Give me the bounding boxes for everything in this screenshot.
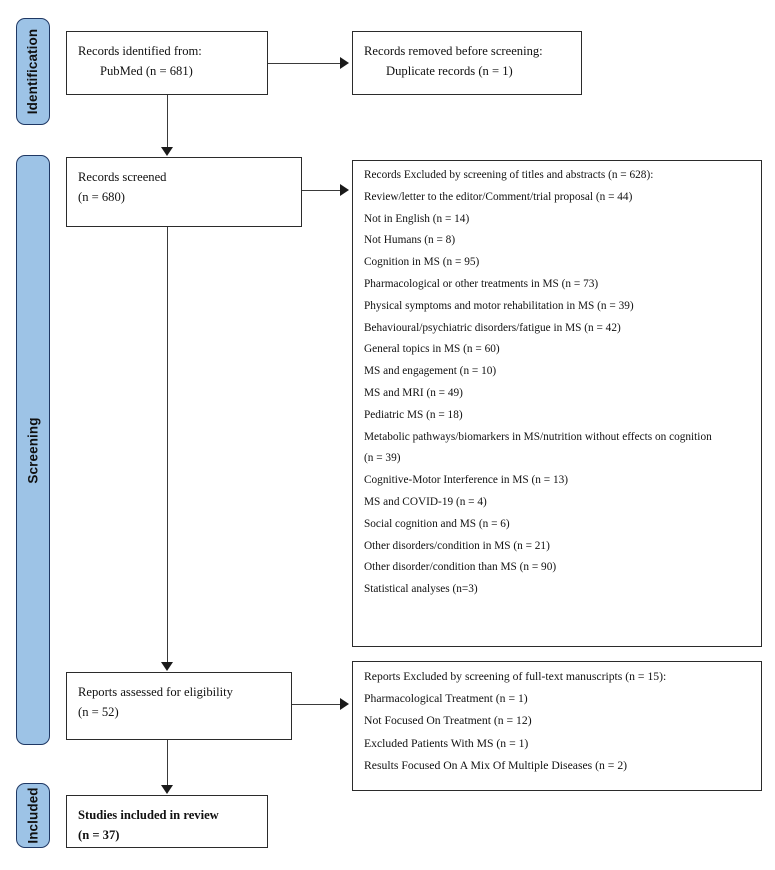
stage-label-screening: Screening — [25, 416, 41, 484]
box-records-excluded: Records Excluded by screening of titles … — [352, 160, 762, 647]
records-excluded-item: (n = 39) — [364, 452, 401, 465]
records-excluded-item: Cognitive-Motor Interference in MS (n = … — [364, 474, 569, 487]
box-studies-included: Studies included in review (n = 37) — [66, 795, 268, 848]
records-excluded-item: MS and engagement (n = 10) — [364, 365, 497, 378]
reports-excluded-item: Not Focused On Treatment (n = 12) — [364, 714, 532, 728]
connector-eligibility-to-included — [167, 740, 168, 786]
records-excluded-item: Not Humans (n = 8) — [364, 234, 456, 247]
records-excluded-item: Other disorder/condition than MS (n = 90… — [364, 561, 557, 574]
box-records-screened: Records screened (n = 680) — [66, 157, 302, 227]
records-excluded-item: Cognition in MS (n = 95) — [364, 256, 480, 269]
included-line1: Studies included in review — [78, 808, 219, 822]
arrow-eligibility-to-included — [161, 785, 173, 794]
stage-label-included: Included — [25, 787, 41, 844]
records-excluded-item: Pharmacological or other treatments in M… — [364, 277, 599, 290]
reports-excluded-item: Excluded Patients With MS (n = 1) — [364, 736, 529, 750]
reports-excluded-item: Pharmacological Treatment (n = 1) — [364, 692, 528, 706]
eligibility-line1: Reports assessed for eligibility — [78, 685, 233, 699]
connector-screened-to-eligibility — [167, 227, 168, 663]
arrow-screened-to-excluded — [340, 184, 349, 196]
records-excluded-header: Records Excluded by screening of titles … — [364, 169, 654, 181]
records-removed-line2: Duplicate records (n = 1) — [386, 64, 513, 79]
records-excluded-item: Not in English (n = 14) — [364, 212, 470, 225]
records-excluded-item: Social cognition and MS (n = 6) — [364, 517, 510, 530]
box-records-identified: Records identified from: PubMed (n = 681… — [66, 31, 268, 95]
box-reports-excluded: Reports Excluded by screening of full-te… — [352, 661, 762, 791]
records-excluded-item: Physical symptoms and motor rehabilitati… — [364, 299, 634, 312]
records-identified-line1: Records identified from: — [78, 44, 202, 58]
records-screened-line1: Records screened — [78, 170, 167, 184]
records-excluded-item: Other disorders/condition in MS (n = 21) — [364, 539, 550, 552]
stage-label-identification: Identification — [25, 28, 41, 115]
eligibility-line2: (n = 52) — [78, 705, 119, 720]
records-excluded-item: Review/letter to the editor/Comment/tria… — [364, 190, 633, 203]
box-reports-eligibility: Reports assessed for eligibility (n = 52… — [66, 672, 292, 740]
arrow-identified-to-screened — [161, 147, 173, 156]
box-records-removed: Records removed before screening: Duplic… — [352, 31, 582, 95]
records-excluded-item: General topics in MS (n = 60) — [364, 343, 500, 356]
records-identified-line2: PubMed (n = 681) — [100, 64, 193, 79]
arrow-eligibility-to-reports-excluded — [340, 698, 349, 710]
records-excluded-item: Behavioural/psychiatric disorders/fatigu… — [364, 321, 621, 334]
reports-excluded-header: Reports Excluded by screening of full-te… — [364, 670, 667, 683]
arrow-screened-to-eligibility — [161, 662, 173, 671]
records-excluded-item: MS and MRI (n = 49) — [364, 386, 463, 399]
stage-bar-included: Included — [16, 783, 50, 848]
stage-bar-screening: Screening — [16, 155, 50, 745]
records-excluded-item: MS and COVID-19 (n = 4) — [364, 495, 487, 508]
connector-screened-to-excluded — [302, 190, 342, 191]
records-excluded-item: Metabolic pathways/biomarkers in MS/nutr… — [364, 430, 712, 443]
stage-bar-identification: Identification — [16, 18, 50, 125]
reports-excluded-item: Results Focused On A Mix Of Multiple Dis… — [364, 758, 628, 772]
included-line2: (n = 37) — [78, 828, 120, 843]
connector-eligibility-to-reports-excluded — [292, 704, 342, 705]
records-excluded-item: Pediatric MS (n = 18) — [364, 408, 463, 421]
records-removed-line1: Records removed before screening: — [364, 44, 543, 58]
connector-identified-to-screened — [167, 95, 168, 148]
records-screened-line2: (n = 680) — [78, 190, 125, 205]
arrow-identified-to-removed — [340, 57, 349, 69]
connector-identified-to-removed — [268, 63, 340, 64]
records-excluded-item: Statistical analyses (n=3) — [364, 583, 478, 596]
